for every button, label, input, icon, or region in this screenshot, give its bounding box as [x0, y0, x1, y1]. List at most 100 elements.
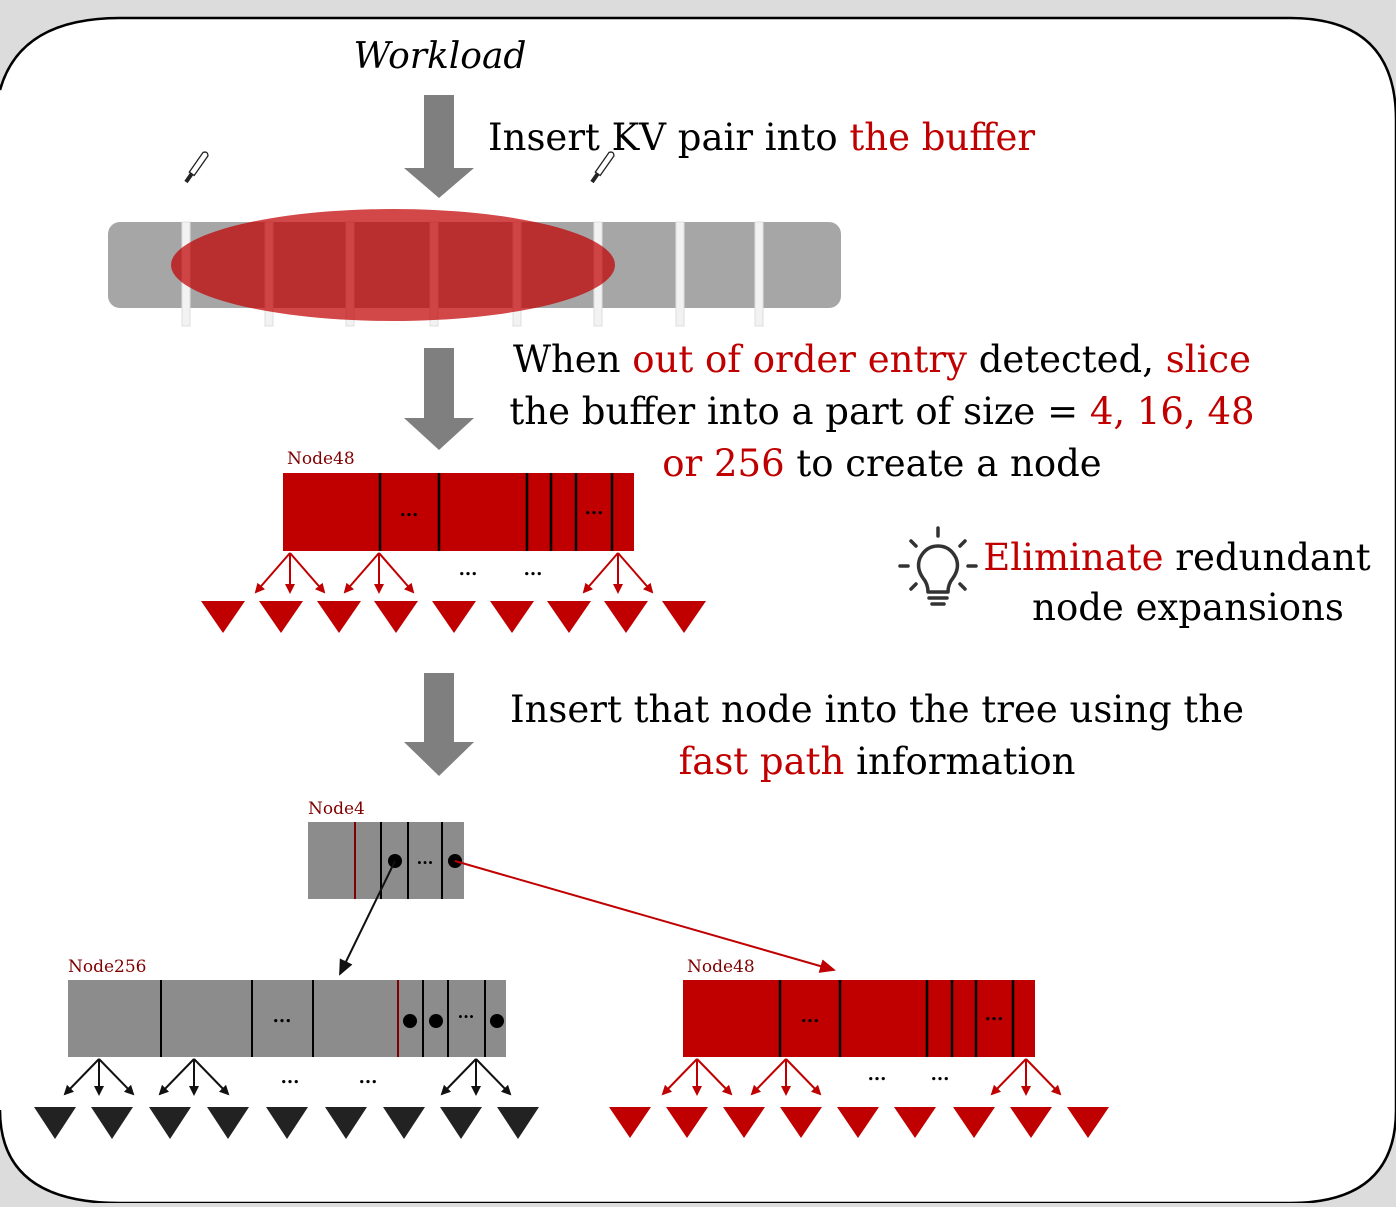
child-node-triangle — [149, 1107, 191, 1139]
child-pointer-arrow — [617, 552, 654, 594]
highlight-text: fast path — [679, 740, 845, 783]
child-pointer-arrow — [750, 1058, 787, 1096]
text-run: to create a node — [785, 442, 1102, 485]
text-run: information — [844, 740, 1075, 783]
child-node-triangle — [666, 1107, 708, 1138]
knife-icon — [590, 151, 615, 184]
child-pointer-arrow — [582, 552, 619, 594]
child-pointer-arrow — [254, 552, 291, 594]
svg-text:...: ... — [585, 498, 604, 519]
text-run: detected, — [967, 338, 1166, 381]
child-node-triangle — [1010, 1107, 1052, 1138]
child-node-triangle — [723, 1107, 765, 1138]
tip-line-1: Eliminate redundant — [983, 536, 1371, 579]
child-pointer-arrow — [98, 1058, 135, 1096]
children-ellipsis: ... — [459, 559, 478, 580]
child-pointer-arrow — [1025, 1058, 1062, 1096]
svg-text:...: ... — [273, 1006, 292, 1027]
pointer-to-node256 — [339, 860, 396, 976]
child-pointer-arrow — [193, 1058, 230, 1096]
child-node-triangle — [266, 1107, 308, 1139]
step-2-line-1: When out of order entry detected, slice — [513, 338, 1251, 381]
highlight-text: Eliminate — [983, 536, 1163, 579]
svg-text:...: ... — [801, 1006, 820, 1027]
child-node-triangle — [432, 601, 476, 633]
tip-line-2: node expansions — [1032, 586, 1344, 629]
child-node-triangle — [201, 601, 245, 633]
step-1-text: Insert KV pair into the buffer — [488, 116, 1035, 159]
right-child-label: Node48 — [687, 957, 755, 977]
sliced-node-child-arrows — [254, 552, 654, 594]
child-pointer-arrow — [158, 1058, 195, 1096]
child-node-triangle — [1067, 1107, 1109, 1138]
child-node-triangle — [325, 1107, 367, 1139]
children-ellipsis: ... — [524, 559, 543, 580]
children-ellipsis: ... — [868, 1064, 887, 1085]
text-run: redundant — [1164, 536, 1371, 579]
node256-child-arrows — [63, 1058, 512, 1096]
child-pointer-arrow — [378, 552, 415, 594]
left-child-label: Node256 — [68, 957, 147, 977]
text-run: the buffer into a part of size = — [509, 390, 1089, 433]
step-2-line-3: or 256 to create a node — [662, 442, 1101, 485]
children-ellipsis: ... — [359, 1067, 378, 1088]
text-run: Insert KV pair into — [488, 116, 849, 159]
child-node-triangle — [383, 1107, 425, 1139]
child-node-triangle — [207, 1107, 249, 1139]
highlight-text: the buffer — [849, 116, 1035, 159]
child-pointer-arrow — [343, 552, 380, 594]
child-node-triangle — [894, 1107, 936, 1138]
node48-children — [609, 1107, 1109, 1138]
child-node-triangle — [609, 1107, 651, 1138]
root-node4: ... — [308, 822, 464, 899]
child-node-triangle — [440, 1107, 482, 1139]
child-node-triangle — [780, 1107, 822, 1138]
children-ellipsis: ... — [931, 1064, 950, 1085]
highlight-text: 4, 16, 48 — [1090, 390, 1255, 433]
child-node-triangle — [91, 1107, 133, 1139]
child-node-triangle — [953, 1107, 995, 1138]
child-node-triangle — [259, 601, 303, 633]
knife-icon — [184, 151, 209, 184]
svg-text:...: ... — [985, 1004, 1004, 1025]
text-run: When — [513, 338, 632, 381]
child-node-triangle — [374, 601, 418, 633]
inserted-node48: ... ... — [683, 980, 1035, 1057]
child-pointer-arrow — [289, 552, 326, 594]
highlight-text: slice — [1166, 338, 1251, 381]
text-run: Insert that node into the tree using the — [510, 688, 1244, 731]
root-node-label: Node4 — [308, 799, 365, 819]
child-node-triangle — [317, 601, 361, 633]
step-2-line-2: the buffer into a part of size = 4, 16, … — [509, 390, 1254, 433]
child-node-triangle — [604, 601, 648, 633]
child-node-triangle — [547, 601, 591, 633]
child-node-triangle — [490, 601, 534, 633]
slice-highlight — [171, 209, 615, 321]
child-pointer-arrow — [475, 1058, 512, 1096]
node256-children — [34, 1107, 539, 1139]
child-pointer-arrow — [785, 1058, 822, 1096]
step-arrow-1 — [404, 95, 474, 198]
children-ellipsis: ... — [281, 1067, 300, 1088]
child-node-triangle — [34, 1107, 76, 1139]
highlight-text: out of order entry — [632, 338, 967, 381]
child-node-triangle — [837, 1107, 879, 1138]
child-pointer-arrow — [440, 1058, 477, 1096]
buffer-bar — [108, 209, 841, 327]
step-arrow-3 — [404, 673, 474, 776]
workload-title: Workload — [354, 36, 527, 77]
sliced-node-children — [201, 601, 706, 633]
node48-child-arrows — [661, 1058, 1062, 1096]
step-arrow-2 — [404, 348, 474, 450]
child-pointer-arrow — [990, 1058, 1027, 1096]
child-node-triangle — [497, 1107, 539, 1139]
node256: ... ... — [68, 980, 506, 1057]
child-pointer-arrow — [63, 1058, 100, 1096]
child-node-triangle — [662, 601, 706, 633]
lightbulb-icon — [898, 526, 978, 606]
highlight-text: or 256 — [662, 442, 784, 485]
sliced-node48: ... ... — [283, 473, 634, 551]
sliced-node-label: Node48 — [287, 449, 355, 469]
svg-text:...: ... — [458, 1003, 475, 1022]
